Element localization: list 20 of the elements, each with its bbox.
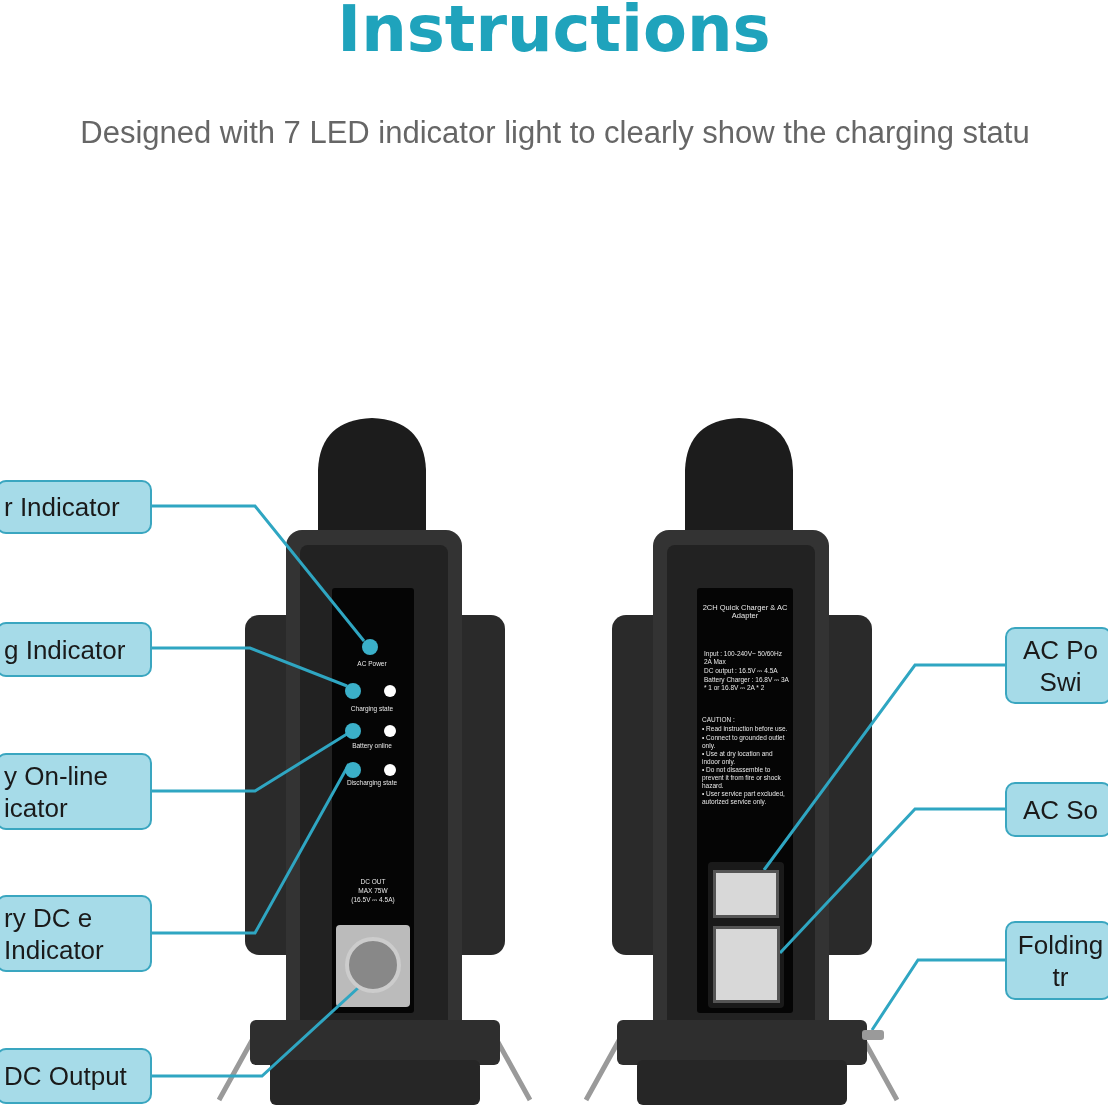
callout-box: ry DC e Indicator (0, 895, 152, 972)
callout-box: g Indicator (0, 622, 152, 677)
power-inlet (713, 926, 780, 1003)
power-switch (713, 870, 779, 918)
leader-line (778, 807, 1005, 955)
callout-box: AC So (1005, 782, 1108, 837)
leader-line (152, 732, 348, 793)
subtitle: Designed with 7 LED indicator light to clearly show the charging statu (79, 114, 1031, 152)
leader-line (152, 646, 348, 688)
callout-box: Folding tr (1005, 921, 1108, 1000)
leader-line (152, 986, 359, 1078)
callout-box: DC Output (0, 1048, 152, 1104)
leader-line (870, 958, 1005, 1031)
folding-bracket (862, 1030, 884, 1040)
leader-line (152, 504, 366, 642)
callout-box: r Indicator (0, 480, 152, 534)
leader-line (762, 663, 1005, 871)
callout-box: AC Po Swi (1005, 627, 1108, 704)
title: Instructions (336, 0, 772, 66)
callout-box: y On-line icator (0, 753, 152, 830)
